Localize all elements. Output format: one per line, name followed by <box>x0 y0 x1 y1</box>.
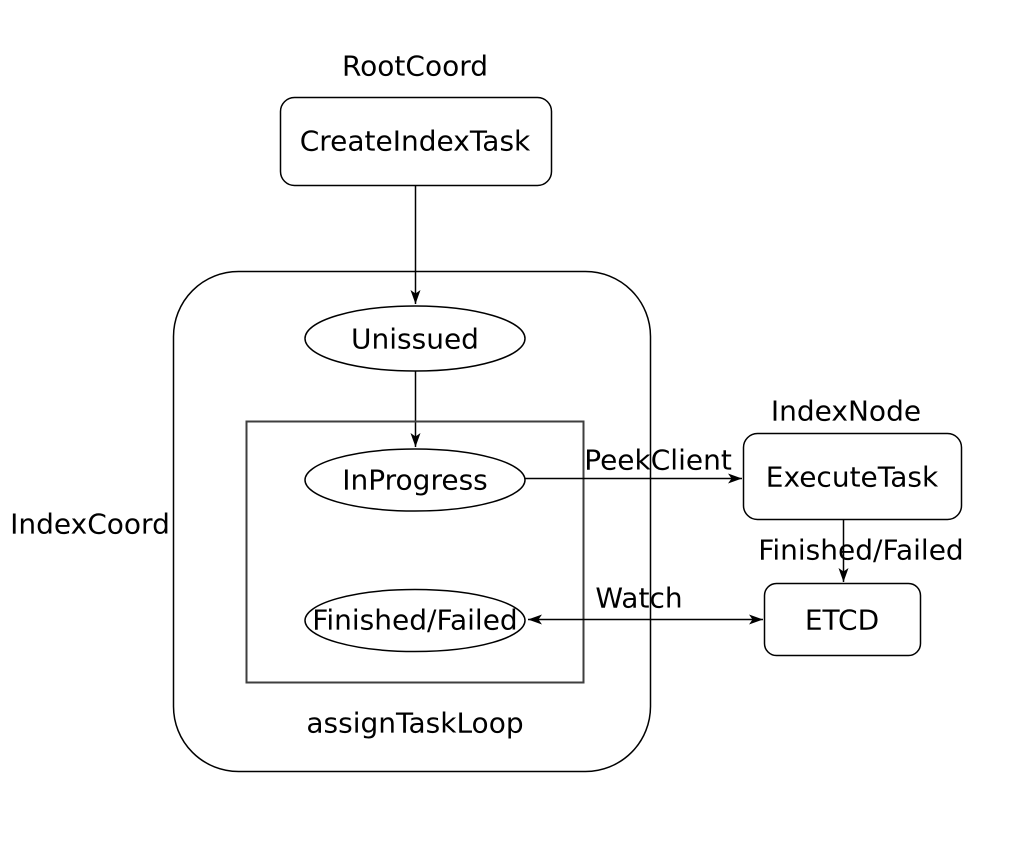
rootcoord-group-label: RootCoord <box>342 50 488 83</box>
in-progress-node <box>304 448 526 512</box>
execute-task-node <box>742 432 963 521</box>
watch-edge-label: Watch <box>595 582 682 615</box>
index-coord-group-label: IndexCoord <box>10 508 170 541</box>
index-node-group-label: IndexNode <box>771 395 921 428</box>
etcd-label: ETCD <box>805 604 879 637</box>
peek-client-edge-label: PeekClient <box>584 444 732 477</box>
finished-failed-label: Finished/Failed <box>312 604 517 637</box>
create-index-task-label: CreateIndexTask <box>300 125 531 158</box>
unissued-label: Unissued <box>351 323 479 356</box>
assign-task-loop-box <box>245 420 585 684</box>
assign-task-loop-label: assignTaskLoop <box>306 707 523 740</box>
etcd-node <box>763 582 922 657</box>
execute-task-label: ExecuteTask <box>766 461 939 494</box>
index-coord-container <box>172 270 652 773</box>
finished-failed-edge-label: Finished/Failed <box>758 534 963 567</box>
in-progress-label: InProgress <box>342 464 488 497</box>
finished-failed-node <box>304 588 526 653</box>
